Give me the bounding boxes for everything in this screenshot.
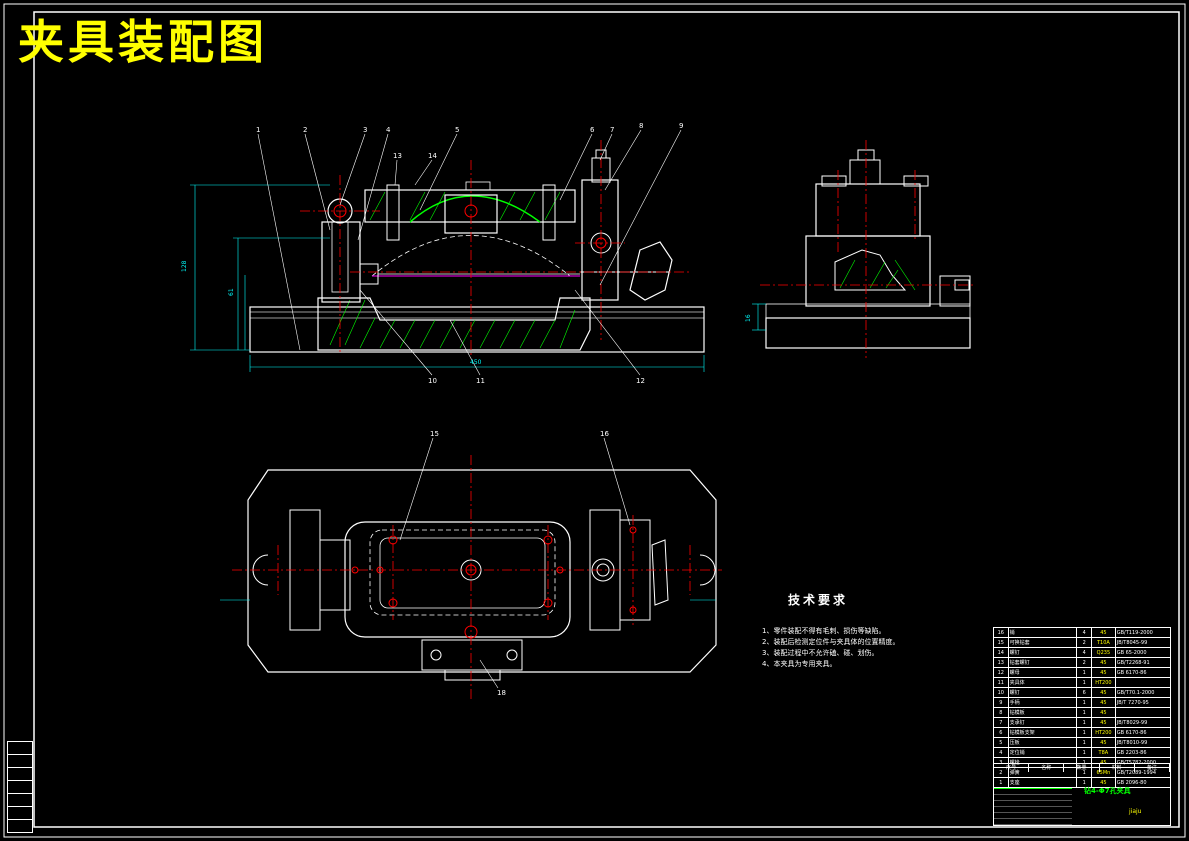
tech-requirement-item: 2、装配后检测定位件与夹具体的位置精度。 xyxy=(762,638,900,646)
bom-header-cell: 数量 xyxy=(1064,764,1100,772)
balloon-18: 18 xyxy=(497,689,506,697)
balloon-16: 16 xyxy=(600,430,609,438)
balloon-9: 9 xyxy=(679,122,683,130)
front-view xyxy=(190,129,705,376)
balloon-8: 8 xyxy=(639,122,643,130)
dimension-height: 128 xyxy=(181,260,188,272)
bom-header-cell: 名称 xyxy=(1029,764,1065,772)
tech-requirement-item: 3、装配过程中不允许磕、碰、划伤。 xyxy=(762,649,879,657)
tech-requirement-item: 4、本夹具为专用夹具。 xyxy=(762,660,837,668)
bom-header-cell: 序号 xyxy=(994,764,1030,772)
outer-frame xyxy=(3,3,1186,838)
tech-requirements-title: 技术要求 xyxy=(788,593,849,607)
title-block-name: 钻4-Φ7孔夹具 xyxy=(1084,787,1131,795)
balloon-7: 7 xyxy=(610,126,614,134)
balloon-5: 5 xyxy=(455,126,459,134)
inner-frame xyxy=(33,11,1180,828)
side-view xyxy=(752,140,975,358)
balloon-4: 4 xyxy=(386,126,391,134)
balloon-1: 1 xyxy=(256,126,260,134)
balloon-14: 14 xyxy=(428,152,437,160)
bom-header-cell: 备注 xyxy=(1135,764,1171,772)
title-block-grid xyxy=(994,788,1072,826)
balloon-11: 11 xyxy=(476,377,485,385)
bom-header-cell: 材料 xyxy=(1100,764,1135,772)
balloon-3: 3 xyxy=(363,126,367,134)
balloon-6: 6 xyxy=(590,126,595,134)
drawing-title: 夹具装配图 xyxy=(18,15,268,69)
title-block: 序号 名称 数量 材料 备注 钻4-Φ7孔夹具 jiaju xyxy=(993,763,1171,826)
balloon-13: 13 xyxy=(393,152,402,160)
balloon-10: 10 xyxy=(428,377,437,385)
balloon-2: 2 xyxy=(303,126,307,134)
title-block-sub: jiaju xyxy=(1129,808,1142,815)
title-block-header: 序号 名称 数量 材料 备注 xyxy=(994,764,1171,772)
left-stamp-table xyxy=(7,741,33,833)
plan-view xyxy=(220,437,722,700)
tech-requirements-list: 1、零件装配不得有毛刺、损伤等缺陷。 2、装配后检测定位件与夹具体的位置精度。 … xyxy=(762,626,899,670)
dimension-side: 16 xyxy=(745,314,752,322)
tech-requirement-item: 1、零件装配不得有毛刺、损伤等缺陷。 xyxy=(762,627,886,635)
balloon-12: 12 xyxy=(636,377,645,385)
dimension-inner: 61 xyxy=(228,288,235,296)
dimension-overall: 450 xyxy=(470,359,482,366)
balloon-15: 15 xyxy=(430,430,439,438)
